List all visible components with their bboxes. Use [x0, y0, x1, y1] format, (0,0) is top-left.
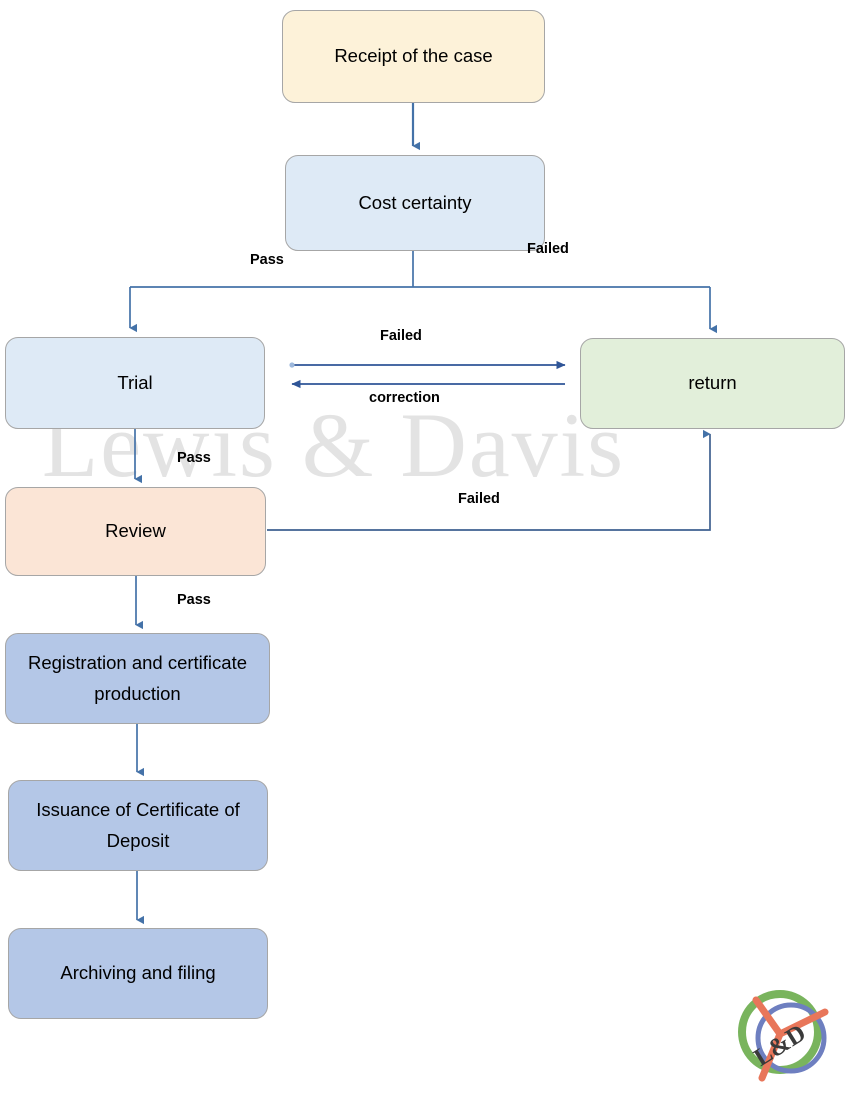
node-registration-and-certificate-production[interactable]: Registration and certificate production: [5, 633, 270, 724]
node-label: Review: [105, 520, 166, 542]
edge-label-return-correction: correction: [369, 390, 440, 406]
edge-trial-to-return-origin-dot: [289, 362, 295, 368]
edge-label-trial-pass: Pass: [177, 450, 211, 466]
node-archiving-and-filing[interactable]: Archiving and filing: [8, 928, 268, 1019]
edge-review-to-return: [267, 429, 711, 531]
edge-label-review-failed: Failed: [458, 491, 500, 507]
node-label: return: [688, 372, 737, 394]
node-label: Archiving and filing: [60, 962, 216, 984]
node-return[interactable]: return: [580, 338, 845, 429]
edge-label-trial-failed: Failed: [380, 328, 422, 344]
node-label: Receipt of the case: [334, 45, 493, 67]
node-trial[interactable]: Trial: [5, 337, 265, 429]
node-label: Trial: [117, 371, 153, 393]
edge-label-cost-pass: Pass: [250, 252, 284, 268]
node-issuance-of-certificate-of-deposit[interactable]: Issuance of Certificate of Deposit: [8, 780, 268, 871]
logo-spokes-icon: [752, 996, 829, 1082]
node-label: Registration and certificate production: [27, 651, 248, 704]
edge-label-cost-failed: Failed: [527, 241, 569, 257]
logo-inner-ring-blue: [755, 1002, 827, 1074]
node-receipt-of-the-case[interactable]: Receipt of the case: [282, 10, 545, 103]
node-review[interactable]: Review: [5, 487, 266, 576]
node-cost-certainty[interactable]: Cost certainty: [285, 155, 545, 251]
node-label: Cost certainty: [358, 191, 472, 213]
node-label: Issuance of Certificate of Deposit: [36, 798, 240, 851]
company-logo: L&D: [738, 990, 829, 1082]
edge-label-review-pass: Pass: [177, 592, 211, 608]
